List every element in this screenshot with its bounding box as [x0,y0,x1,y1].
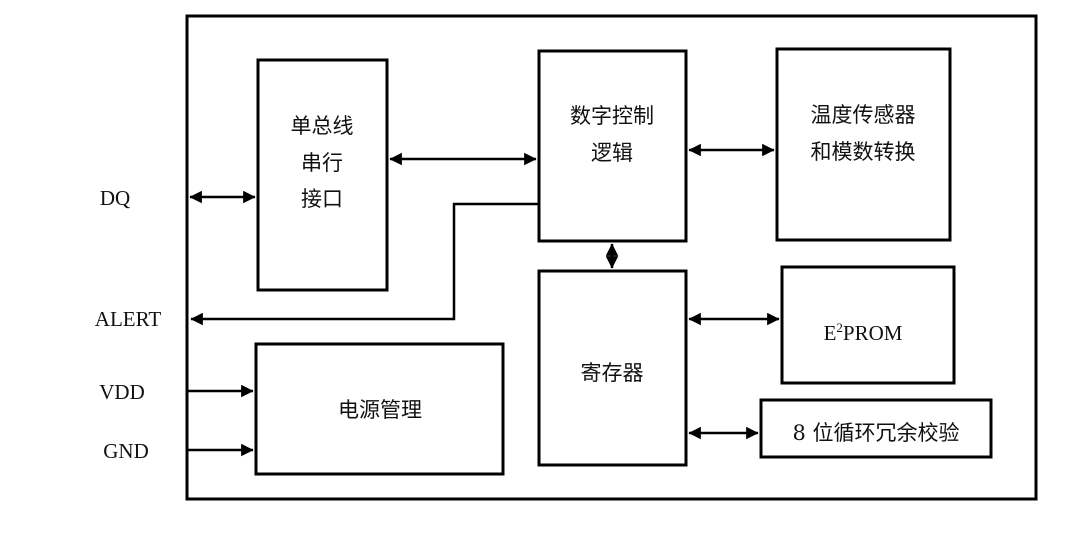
pin-label-dq: DQ [100,186,130,210]
crc-label: 8 位循环冗余校验 [792,421,959,445]
eeprom-label-prefix: E [824,321,837,345]
eeprom-block [780,265,956,385]
temp-sensor-label-line1: 温度传感器 [811,103,916,127]
pin-label-alert: ALERT [95,307,162,331]
digital-logic-block [537,49,688,243]
register-label: 寄存器 [581,361,644,385]
temp-sensor-label-line2: 和模数转换 [811,140,916,164]
alert-output-arrow [190,202,539,326]
pin-label-gnd: GND [103,439,149,463]
pin-label-vdd: VDD [99,380,145,404]
eeprom-label-suffix: PROM [843,321,903,345]
temp-sensor-adc-block [775,47,952,242]
eeprom-label-superscript: 2 [836,320,843,335]
register-block [537,269,688,467]
crc-block [759,398,993,459]
power-management-block [254,342,505,476]
serial-interface-label-line1: 单总线 [291,114,354,138]
serial-interface-label-line3: 接口 [301,187,343,211]
serial-interface-block [256,58,389,292]
chip-outline [185,14,1038,501]
eeprom-label: E2PROM [824,320,903,345]
serial-interface-label-line2: 串行 [301,151,343,175]
digital-logic-label-line1: 数字控制 [570,104,654,128]
power-management-label: 电源管理 [338,398,422,422]
digital-logic-label-line2: 逻辑 [591,141,633,165]
